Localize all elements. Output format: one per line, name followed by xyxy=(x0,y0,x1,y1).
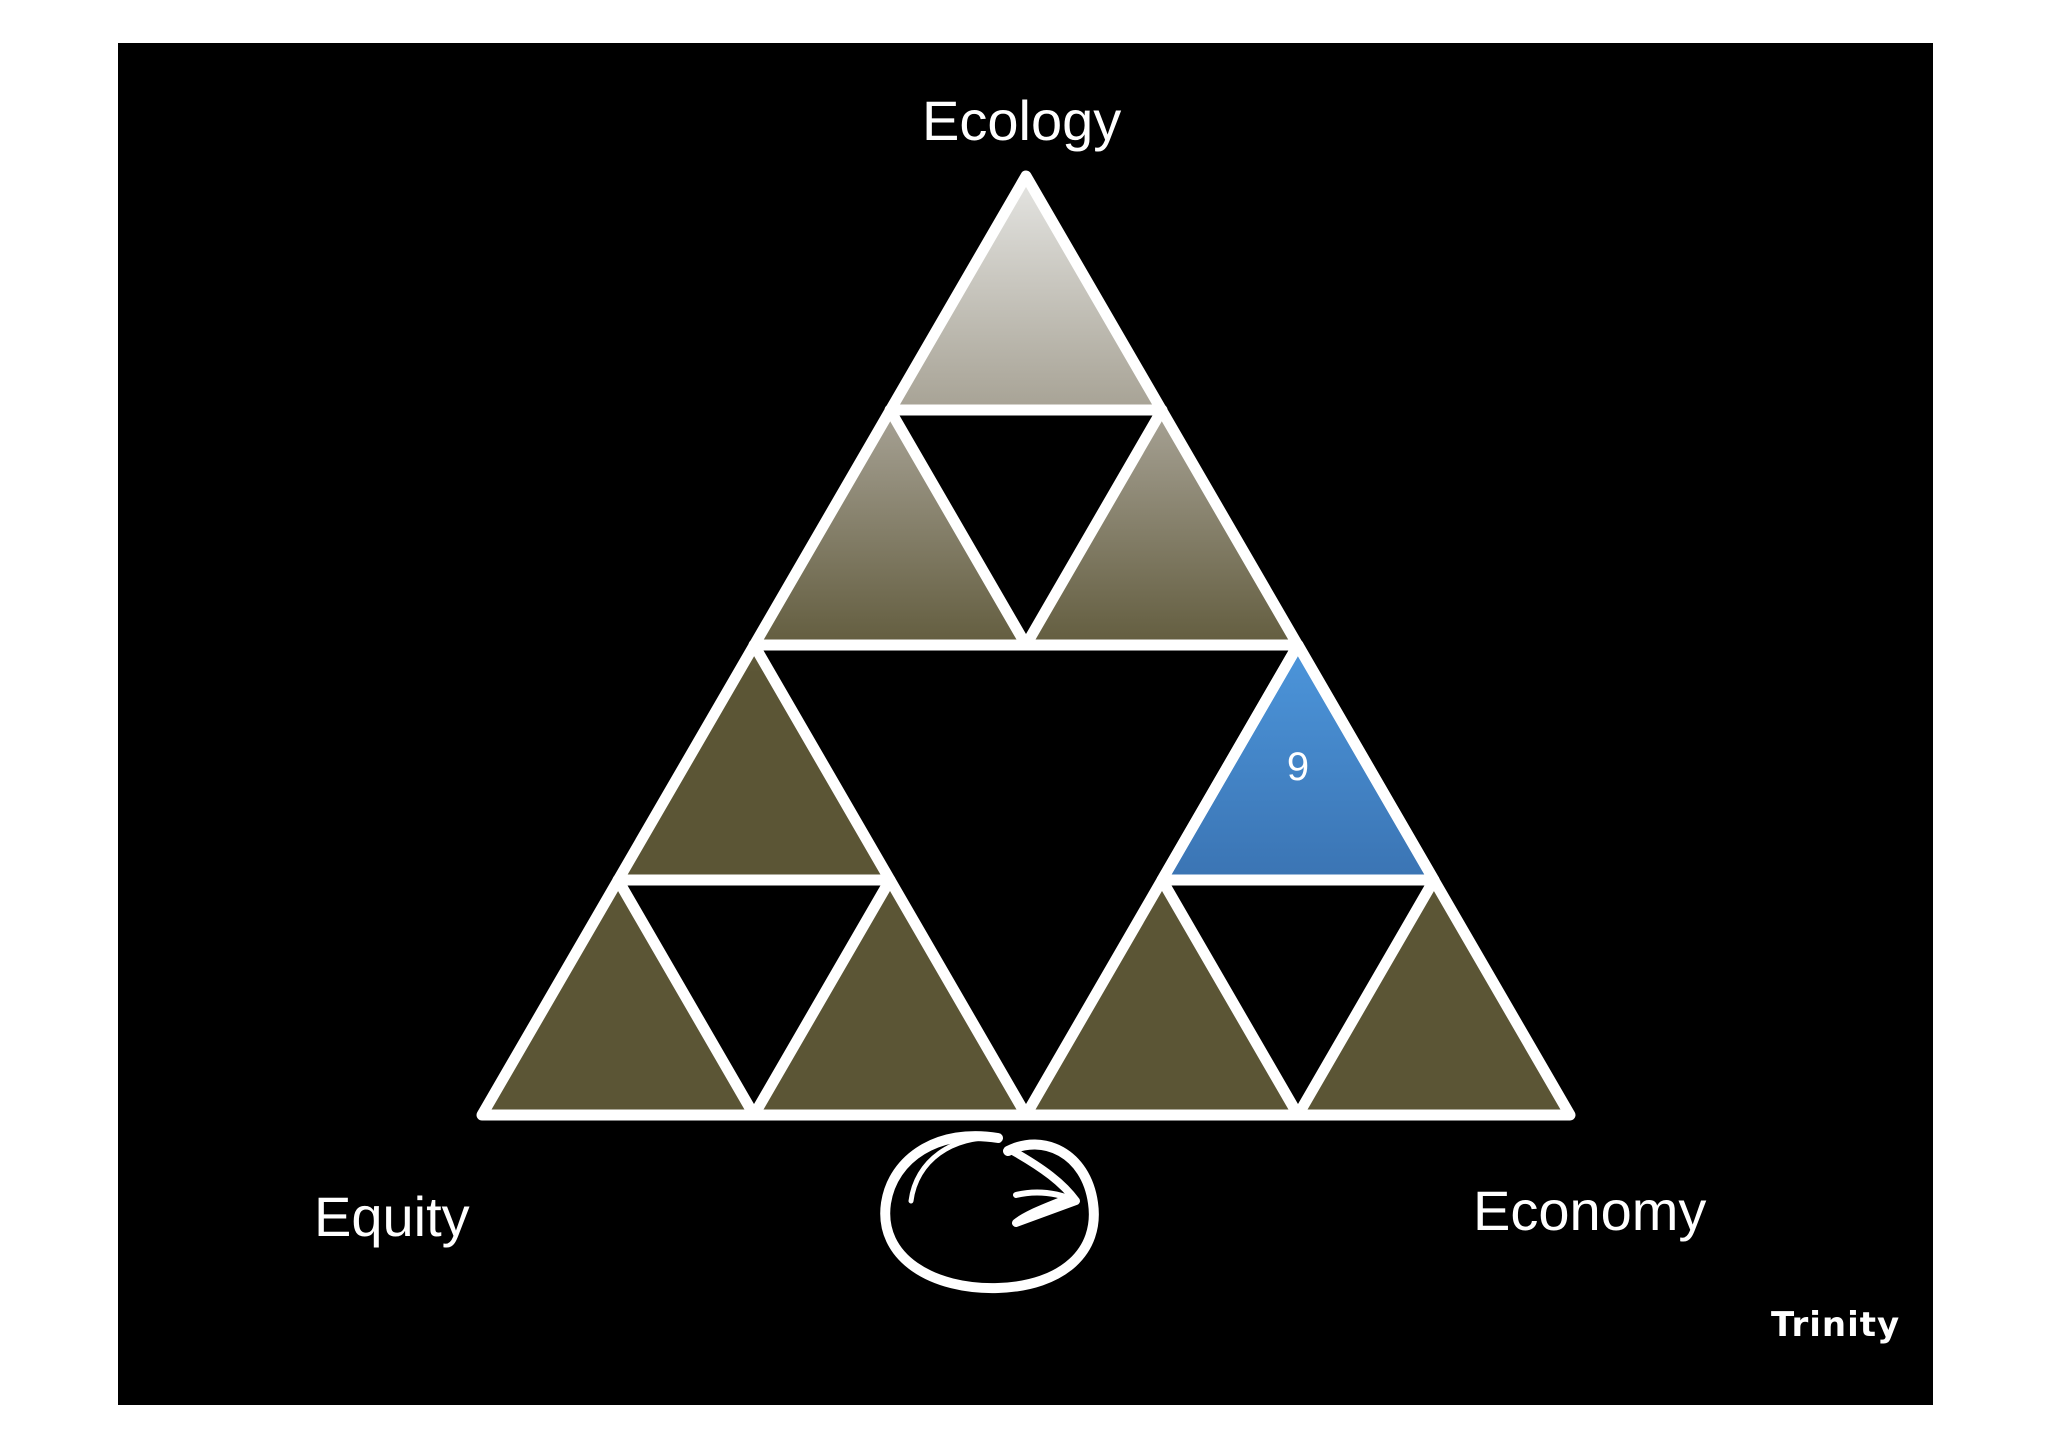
triangle-bottom-3 xyxy=(1026,880,1298,1115)
triangle-middle-left xyxy=(618,645,890,880)
cycle-arrow-icon xyxy=(880,1131,1099,1294)
triangle-outlines xyxy=(476,170,1576,1121)
sierpinski-triangle-diagram: 9 xyxy=(476,170,1576,1294)
label-economy: Economy xyxy=(1473,1179,1707,1242)
triangle-bottom-1 xyxy=(482,880,754,1115)
label-equity: Equity xyxy=(314,1185,470,1248)
triangle-bottom-2 xyxy=(754,880,1026,1115)
triangle-bottom-4 xyxy=(1298,880,1570,1115)
inner-outline-left xyxy=(612,874,896,1121)
label-ecology: Ecology xyxy=(922,89,1122,152)
filled-triangles xyxy=(482,176,1570,1115)
trinity-logo-text: Trinity xyxy=(1771,1305,1901,1345)
slide: 9 Ecology Equity Economy Trinity xyxy=(118,43,1933,1405)
outline-highlight-9 xyxy=(1156,639,1440,886)
triangle-upper-left xyxy=(754,410,1026,645)
triangle-highlight-9 xyxy=(1162,645,1434,880)
inner-outline-top xyxy=(884,404,1168,651)
trinity-logo: Trinity xyxy=(1771,1305,1900,1345)
highlight-number: 9 xyxy=(1287,745,1309,789)
triangle-upper-right xyxy=(1026,410,1298,645)
triangle-top xyxy=(890,176,1162,410)
